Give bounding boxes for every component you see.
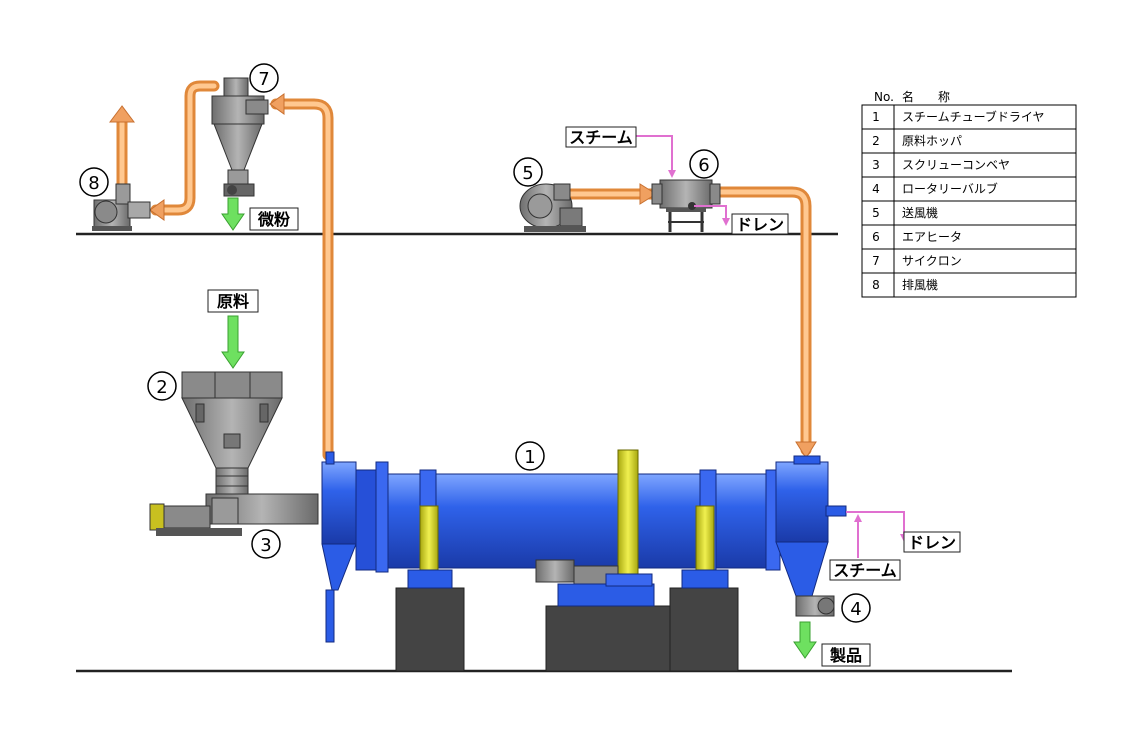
legend-row: 6 エアヒータ: [861, 224, 1077, 250]
drive-unit: [535, 559, 655, 607]
blower-5: [519, 183, 586, 232]
svg-text:スチーム: スチーム: [833, 561, 897, 580]
legend-row: 8 排風機: [861, 272, 1077, 298]
callout-6: 6: [689, 149, 719, 179]
legend-row-no: 1: [872, 110, 880, 124]
svg-text:8: 8: [88, 173, 99, 194]
support-right: [681, 505, 729, 589]
svg-text:7: 7: [258, 69, 269, 90]
legend-row-no: 5: [872, 206, 880, 220]
legend-row-no: 2: [872, 134, 880, 148]
air-duct-network: [116, 80, 812, 461]
label-product: 製品: [821, 643, 871, 667]
callout-7: 7: [249, 63, 279, 93]
foundation-left: [395, 587, 465, 672]
steam-line-heater: [636, 135, 673, 172]
callout-3: 3: [251, 529, 281, 559]
svg-text:4: 4: [850, 599, 861, 620]
callout-2: 2: [147, 371, 177, 401]
arrow-to-fan8-icon: [149, 199, 165, 221]
legend-table: No. 名 称 1 スチームチューブドライヤ 2 原料ホッパ 3 スクリューコンベヤ 4 ロー…: [861, 89, 1077, 298]
legend-row-no: 8: [872, 278, 880, 292]
legend-row-no: 4: [872, 182, 880, 196]
svg-text:ドレン: ドレン: [908, 533, 956, 552]
air-heater-6: [651, 179, 721, 232]
legend-row: 1 スチームチューブドライヤ: [861, 104, 1077, 130]
legend-row-name: 排風機: [902, 277, 938, 292]
legend-row-name: ロータリーバルブ: [902, 181, 998, 196]
product-arrow-icon: [793, 621, 817, 659]
legend-row: 3 スクリューコンベヤ: [861, 152, 1077, 178]
legend-row-name: エアヒータ: [902, 230, 962, 244]
label-steam-right: スチーム: [829, 559, 901, 581]
legend-header-name: 名 称: [902, 89, 950, 104]
label-drain-top: ドレン: [731, 213, 789, 235]
legend-row: 4 ロータリーバルブ: [861, 176, 1077, 202]
screw-conveyor-3: [149, 493, 319, 536]
label-drain-right: ドレン: [903, 531, 961, 553]
legend-row-no: 6: [872, 230, 880, 244]
raw-material-hopper-2: [181, 371, 283, 495]
drain-arrow-heater-icon: [722, 218, 730, 226]
legend-row: 2 原料ホッパ: [861, 128, 1077, 154]
svg-text:3: 3: [260, 535, 271, 556]
arrow-to-heater-icon: [639, 183, 657, 205]
arrow-to-cyclone-icon: [269, 93, 285, 115]
foundation-right: [669, 587, 739, 672]
legend-row-name: 送風機: [902, 205, 938, 220]
callout-1: 1: [515, 441, 545, 471]
svg-text:2: 2: [156, 377, 167, 398]
svg-text:ドレン: ドレン: [736, 215, 784, 234]
svg-text:5: 5: [522, 163, 533, 184]
legend-row-no: 7: [872, 254, 880, 268]
svg-text:微粉: 微粉: [257, 210, 290, 229]
svg-text:1: 1: [524, 447, 535, 468]
svg-text:6: 6: [698, 155, 709, 176]
cyclone-7: [211, 77, 269, 197]
exhaust-up-arrow-icon: [109, 105, 135, 123]
fine-powder-arrow-icon: [221, 197, 245, 231]
legend-row: 5 送風機: [861, 200, 1077, 226]
legend-row-name: スクリューコンベヤ: [902, 158, 1010, 172]
callout-4: 4: [841, 593, 871, 623]
steam-arrow-dryer-icon: [854, 514, 862, 522]
foundation-center: [545, 605, 671, 672]
exhaust-fan-8: [92, 183, 151, 231]
legend-row-name: 原料ホッパ: [902, 134, 962, 148]
legend-header-no: No.: [874, 90, 894, 104]
legend-row-name: スチームチューブドライヤ: [902, 109, 1045, 124]
svg-text:原料: 原料: [217, 292, 249, 311]
arrow-to-dryer-icon: [795, 441, 817, 459]
rotary-valve-4: [795, 595, 835, 617]
support-left: [407, 505, 453, 589]
drain-line-dryer: [846, 511, 905, 536]
legend-row: 7 サイクロン: [861, 248, 1077, 274]
callout-8: 8: [79, 167, 109, 197]
label-steam-top: スチーム: [565, 126, 637, 148]
svg-text:スチーム: スチーム: [569, 128, 633, 147]
svg-text:製品: 製品: [829, 646, 862, 665]
raw-material-arrow-icon: [221, 315, 245, 369]
label-fine-powder: 微粉: [249, 207, 299, 231]
label-raw-material: 原料: [207, 289, 259, 313]
legend-row-name: サイクロン: [902, 254, 962, 268]
drain-line-heater: [694, 205, 727, 220]
callout-5: 5: [513, 157, 543, 187]
steam-arrow-heater-icon: [668, 170, 676, 178]
legend-row-no: 3: [872, 158, 880, 172]
